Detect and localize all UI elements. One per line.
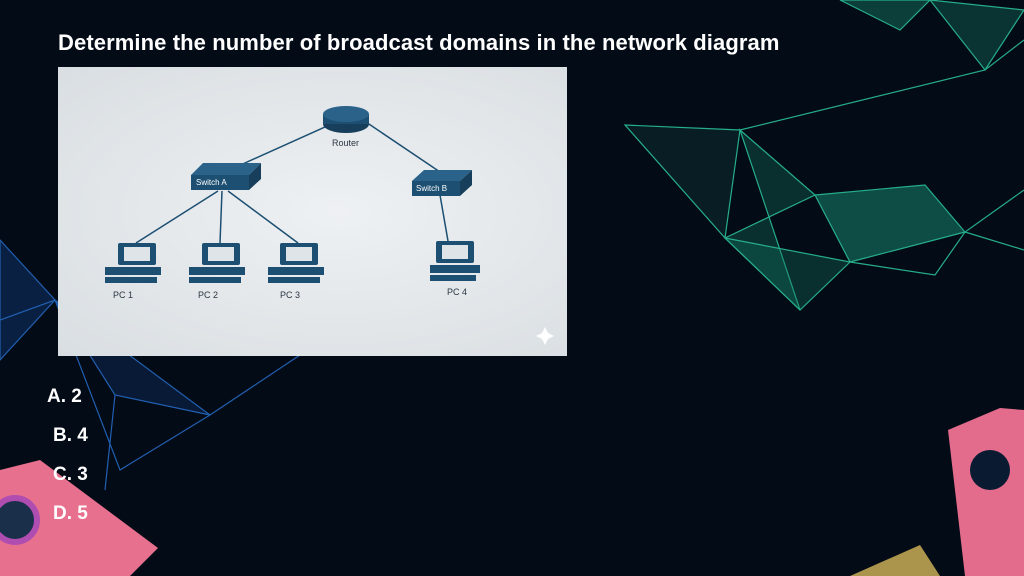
question-title: Determine the number of broadcast domain…: [58, 30, 780, 55]
sparkle-icon: [536, 327, 554, 345]
pc4-label: PC 4: [447, 287, 468, 297]
switch-b-icon: [412, 170, 472, 196]
option-b[interactable]: B. 4: [53, 425, 88, 446]
pc2-icon: [189, 243, 245, 283]
pc1-icon: [105, 243, 161, 283]
option-d[interactable]: D. 5: [53, 503, 88, 524]
pc1-label: PC 1: [113, 290, 134, 300]
network-diagram: [105, 106, 554, 345]
link-switch-b-pc4: [439, 194, 449, 242]
router-icon: [323, 106, 369, 133]
pc3-label: PC 3: [280, 290, 301, 300]
pc2-label: PC 2: [198, 290, 219, 300]
switch-b-label: Switch B: [416, 184, 448, 193]
link-switch-a-pc2: [219, 190, 223, 244]
pink-puzzle-piece-left: [0, 460, 158, 576]
network-diagram-image: Router Switch A Switch B PC 1 PC 2 PC 3 …: [58, 67, 567, 356]
router-label: Router: [332, 138, 360, 148]
option-c[interactable]: C. 3: [53, 464, 88, 485]
link-router-switch-b: [359, 117, 444, 175]
link-switch-a-pc3: [227, 190, 299, 244]
switch-a-icon: [191, 163, 261, 190]
pc4-icon: [430, 241, 480, 281]
link-switch-a-pc1: [135, 190, 219, 244]
switch-a-label: Switch A: [196, 178, 227, 187]
option-a[interactable]: A. 2: [47, 386, 82, 407]
pink-puzzle-piece-right: [850, 408, 1024, 576]
pc3-icon: [268, 243, 324, 283]
green-network-mesh: [623, 0, 1024, 311]
